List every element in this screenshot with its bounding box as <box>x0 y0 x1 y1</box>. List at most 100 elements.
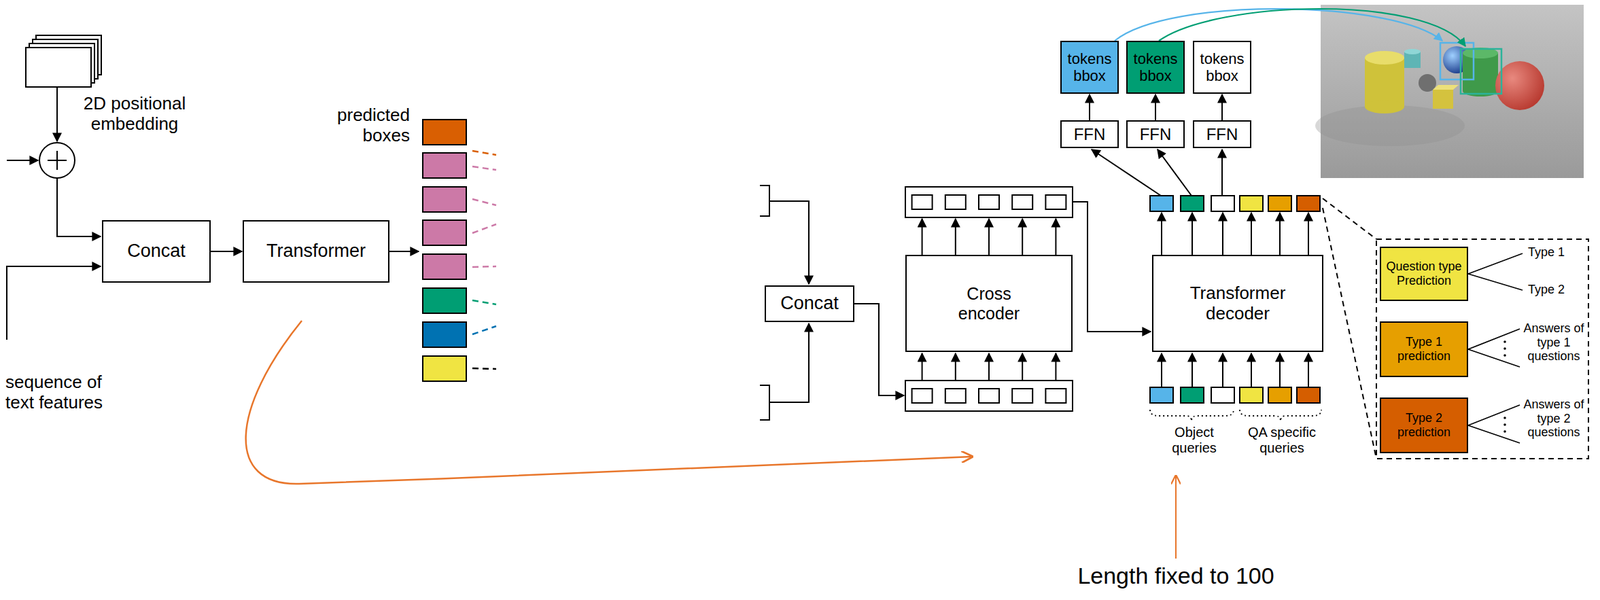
token-squares <box>1180 195 1204 212</box>
orange-curve-arrow <box>246 320 972 484</box>
token-squares <box>1307 353 1310 388</box>
annotation-label: QA specific queries <box>1234 424 1330 457</box>
scene-image <box>1462 53 1499 92</box>
box-label: Transformer decoder <box>1186 283 1289 325</box>
box-label: Type 1 prediction <box>1383 335 1465 363</box>
process-box: FFN <box>1060 120 1119 149</box>
scene-image <box>1364 57 1405 107</box>
process-box: Question type Prediction <box>1379 246 1469 302</box>
process-box: FFN <box>1126 120 1185 149</box>
match-line <box>472 368 497 370</box>
token-squares <box>988 353 990 381</box>
annotation-label: Answers of type 1 questions <box>1522 321 1586 364</box>
match-line <box>472 300 497 305</box>
wire <box>6 87 419 340</box>
predicted-box <box>422 322 467 348</box>
annotation-label: Type 1 <box>1527 245 1576 260</box>
predicted-box <box>422 152 467 179</box>
match-line <box>472 199 497 206</box>
wire <box>1072 201 1151 332</box>
wire <box>1221 149 1223 196</box>
query-brace <box>1150 409 1234 422</box>
process-box: Transformer decoder <box>1152 254 1324 353</box>
plus-symbol <box>39 142 75 179</box>
bbox-link <box>1114 8 1443 41</box>
box-label: tokens bbox <box>1196 50 1248 85</box>
annotation-label: Length fixed to 100 <box>1005 562 1346 590</box>
box-label: tokens bbox <box>1130 50 1181 85</box>
token-squares <box>1307 212 1310 255</box>
wire <box>6 266 101 340</box>
process-box: Type 2 prediction <box>1379 397 1469 454</box>
scene-image <box>1432 89 1454 109</box>
process-box: Type 1 prediction <box>1379 321 1469 378</box>
token-strip <box>905 186 1073 412</box>
process-box: Concat <box>764 285 855 323</box>
dashed-callout <box>1376 239 1589 459</box>
box-label: Concat <box>780 292 839 315</box>
token-strip <box>905 186 1073 218</box>
process-box: Cross encoder <box>905 254 1073 353</box>
match-line <box>472 266 497 268</box>
process-box: tokens bbox <box>1060 40 1119 94</box>
box-label: FFN <box>1139 125 1172 145</box>
token-squares <box>1211 387 1235 404</box>
box-label: FFN <box>1206 125 1239 145</box>
token-squares <box>1239 195 1263 212</box>
token-squares <box>978 388 1000 404</box>
box-label: tokens bbox <box>1064 50 1115 85</box>
dashed-callout <box>1322 207 1377 459</box>
input-bracket <box>759 185 770 217</box>
annotation-label: Object queries <box>1156 424 1232 457</box>
token-squares <box>1222 353 1224 388</box>
dashed-callout <box>1322 198 1377 240</box>
feature-stack <box>25 47 92 88</box>
annotation-label: 2D positional embedding <box>66 93 203 135</box>
answer-line <box>1468 253 1523 444</box>
scene-image <box>1364 99 1405 114</box>
connector-arrow <box>1154 94 1157 121</box>
length-arrow <box>1175 475 1177 559</box>
scene-image <box>1460 48 1502 94</box>
token-squares <box>912 388 933 404</box>
wire <box>1157 149 1192 196</box>
wire <box>57 178 101 237</box>
match-line <box>472 150 497 155</box>
ellipsis-dots <box>1503 340 1507 433</box>
dashed-callout <box>1322 198 1589 459</box>
predicted-box <box>422 356 467 382</box>
feature-stack <box>25 35 102 88</box>
ellipsis-dots <box>1503 354 1507 357</box>
scene-image <box>1315 4 1584 179</box>
ellipsis-dots <box>1503 416 1507 420</box>
box-label: Concat <box>127 240 186 262</box>
ellipsis-dots <box>1503 423 1507 427</box>
process-box: Transformer <box>242 220 390 283</box>
plus-symbol <box>47 150 67 170</box>
predicted-box <box>422 288 467 314</box>
token-squares <box>1054 353 1057 381</box>
process-box: tokens bbox <box>1192 40 1252 94</box>
token-strip <box>905 380 1073 412</box>
token-squares <box>1211 195 1235 212</box>
query-brace <box>1150 409 1322 422</box>
token-squares <box>1222 212 1224 255</box>
token-squares <box>945 388 966 404</box>
token-squares <box>1191 212 1193 255</box>
token-squares <box>1279 353 1281 388</box>
token-squares <box>1045 195 1066 210</box>
predicted-box <box>422 254 467 280</box>
token-squares <box>1150 387 1174 404</box>
scene-image <box>1404 48 1421 55</box>
scene-image <box>1432 84 1459 90</box>
token-squares <box>1012 195 1033 210</box>
token-squares <box>1021 353 1023 381</box>
token-squares <box>988 218 990 255</box>
token-squares <box>1045 388 1066 404</box>
token-squares <box>1250 353 1252 388</box>
match-line <box>472 166 497 170</box>
ellipsis-dots <box>1503 347 1507 351</box>
box-label: FFN <box>1073 125 1106 145</box>
scene-image <box>1320 4 1584 179</box>
